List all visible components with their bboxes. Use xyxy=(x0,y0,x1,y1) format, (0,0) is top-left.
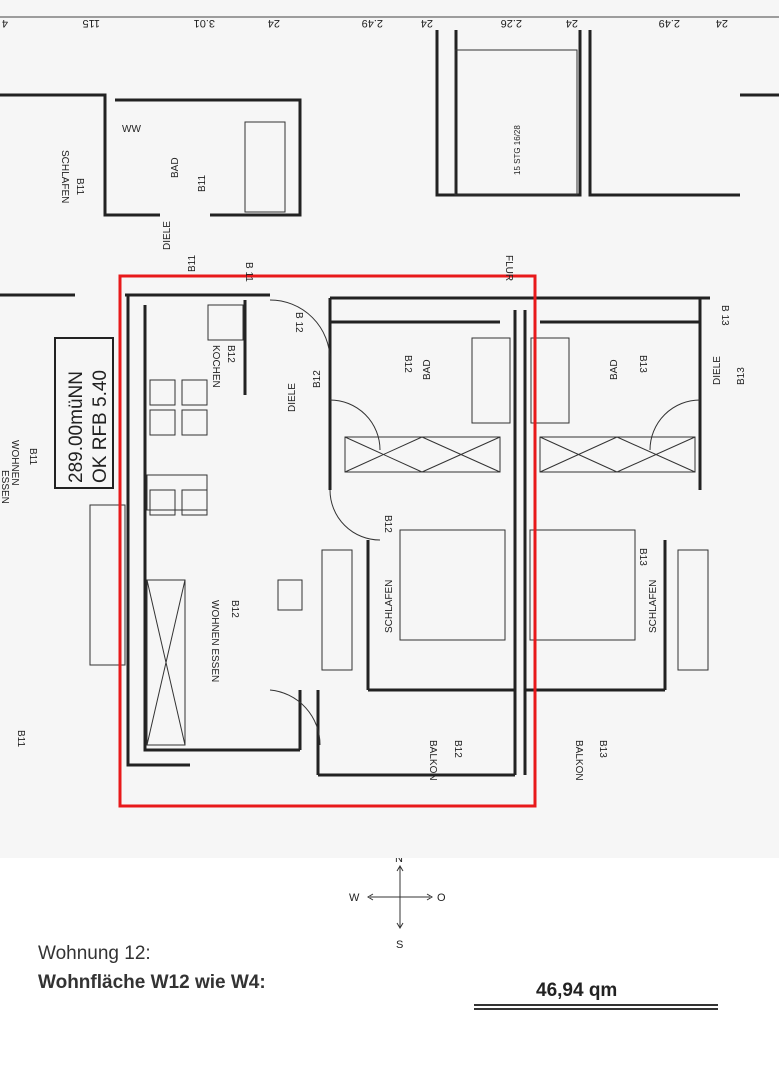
room-label: SCHLAFEN xyxy=(59,150,70,203)
room-label: DIELE xyxy=(712,356,723,385)
door-label: B 13 xyxy=(719,305,730,326)
room-number: B12 xyxy=(452,740,463,758)
fixtures xyxy=(89,49,709,746)
room-label: BAD xyxy=(609,359,620,380)
door-label: B 12 xyxy=(293,312,304,333)
room-label: SCHLAFEN xyxy=(384,580,395,633)
room-label: DIELE xyxy=(162,221,173,250)
dim-label: 2.49 xyxy=(659,17,680,29)
door-label: B12 xyxy=(382,515,393,533)
compass-south: S xyxy=(396,939,403,951)
dim-label: 24 xyxy=(421,17,433,29)
floor-plan: 4 115 3.01 24 2.49 24 2.26 24 2.49 24 xyxy=(0,16,779,808)
room-number: B13 xyxy=(637,355,648,373)
room-number: B12 xyxy=(229,600,240,618)
info-panel: N S W O xyxy=(0,858,779,1080)
dim-label: 3.01 xyxy=(194,17,215,29)
room-number: B11 xyxy=(74,178,85,195)
room-label: WOHNEN ESSEN xyxy=(209,600,220,682)
dim-label: 115 xyxy=(82,17,100,29)
room-label: BALKON xyxy=(427,740,438,781)
dim-label: 24 xyxy=(716,17,728,29)
room-label: BAD xyxy=(422,359,433,380)
living-area-label: Wohnfläche W12 wie W4: xyxy=(38,972,266,993)
room-number: B13 xyxy=(637,548,648,566)
door-label: B 11 xyxy=(243,262,254,282)
room-number: B11 xyxy=(187,255,198,272)
compass-west: W xyxy=(349,892,360,904)
compass-east: O xyxy=(437,892,446,904)
room-number: B11 xyxy=(197,175,208,192)
apartment-highlight xyxy=(118,274,537,808)
room-label: BAD xyxy=(170,157,181,178)
dim-label: 2.49 xyxy=(362,17,383,29)
floor-plan-drawing: 4 115 3.01 24 2.49 24 2.26 24 2.49 24 xyxy=(0,16,779,808)
room-number: B13 xyxy=(597,740,608,758)
walls xyxy=(0,30,779,777)
dim-label: 24 xyxy=(268,17,280,29)
dim-label: 24 xyxy=(566,17,578,29)
room-label: BALKON xyxy=(573,740,584,781)
room-label: WOHNEN xyxy=(9,440,20,486)
compass-icon: N S W O xyxy=(349,858,446,951)
apartment-title: Wohnung 12: xyxy=(38,943,151,964)
room-label: KOCHEN xyxy=(210,345,221,388)
room-label: FLUR xyxy=(503,255,514,281)
room-number: B11 xyxy=(15,730,26,747)
room-labels: SCHLAFEN B11 WW BAD B11 DIELE B11 B 11 F… xyxy=(0,124,747,781)
double-underline xyxy=(474,1004,718,1010)
elevation-line2: OK RFB 5.40 xyxy=(90,370,111,483)
dim-label: 2.26 xyxy=(501,17,522,29)
room-number: B12 xyxy=(402,355,413,373)
room-number: B12 xyxy=(312,370,323,388)
room-label: WW xyxy=(122,124,141,135)
room-label: ESSEN xyxy=(0,470,10,504)
room-label: DIELE xyxy=(287,383,298,412)
elevation-line1: 289.00müNN xyxy=(66,371,87,483)
room-number: B12 xyxy=(225,345,236,363)
compass-north: N xyxy=(395,858,403,865)
elevation-box: 289.00müNN OK RFB 5.40 xyxy=(54,337,114,489)
stair-label: 15 STG 16/28 xyxy=(513,125,522,175)
room-number: B11 xyxy=(27,448,38,465)
living-area-value: 46,94 qm xyxy=(536,980,618,1001)
dim-label: 4 xyxy=(2,17,8,29)
top-dimensions: 4 115 3.01 24 2.49 24 2.26 24 2.49 24 xyxy=(2,17,728,29)
room-label: SCHLAFEN xyxy=(648,580,659,633)
room-number: B13 xyxy=(736,367,747,385)
